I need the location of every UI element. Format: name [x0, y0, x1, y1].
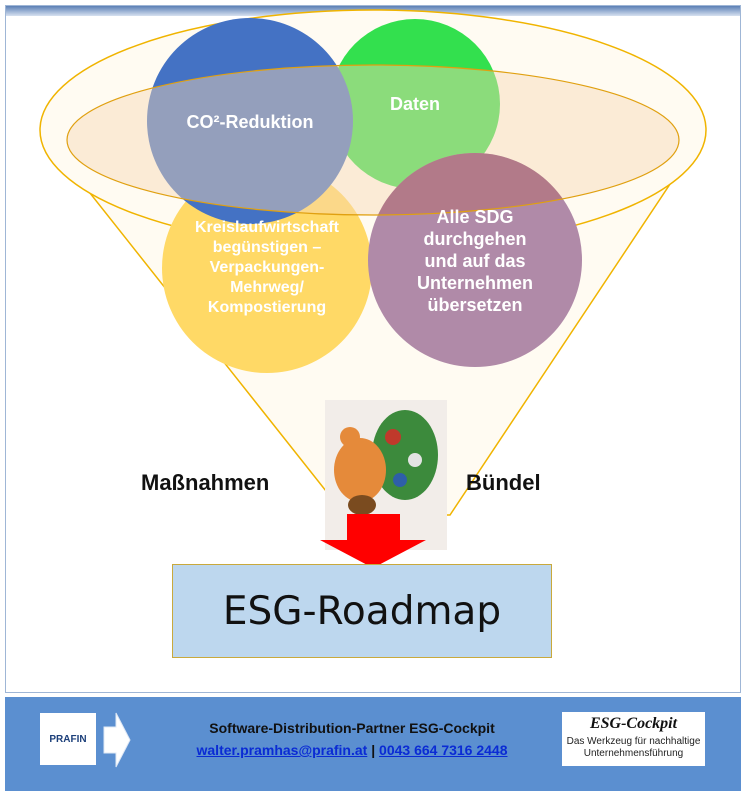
footer-arrow-icon: [103, 712, 131, 768]
kreislauf-label: Kreislaufwirtschaft begünstigen – Verpac…: [172, 218, 362, 318]
kreislauf-line-1: Kreislaufwirtschaft: [194, 219, 340, 236]
footer-contact-line: walter.pramhas@prafin.at | 0043 664 7316…: [137, 739, 567, 761]
email-link[interactable]: walter.pramhas@prafin.at: [196, 742, 368, 758]
footer-contact: Software-Distribution-Partner ESG-Cockpi…: [137, 717, 567, 761]
daten-bubble: [330, 19, 500, 189]
sdg-label: Alle SDG durchgehen und auf das Unterneh…: [395, 206, 555, 316]
esg-cockpit-title: ESG-Cockpit: [589, 715, 678, 732]
sdg-line-2: durchgehen: [423, 229, 527, 249]
inner-ellipse: [66, 64, 680, 216]
prafin-logo-text: PRAFIN: [49, 733, 87, 745]
footer-bar: PRAFIN Software-Distribution-Partner ESG…: [5, 697, 741, 791]
funnel-diagram: [39, 9, 707, 568]
kreislauf-line-4: Mehrweg/: [230, 279, 304, 296]
kreislauf-line-3: Verpackungen-: [209, 259, 325, 276]
prafin-logo: PRAFIN: [40, 713, 96, 765]
kreislauf-line-2: begünstigen –: [212, 239, 322, 256]
esg-cockpit-logo: ESG-Cockpit Das Werkzeug für nachhaltige…: [562, 712, 705, 766]
footer-separator: |: [371, 742, 376, 758]
roadmap-label: ESG-Roadmap: [222, 588, 502, 634]
esg-sub-line-2: Unternehmensführung: [583, 748, 684, 759]
esg-cockpit-subtitle: Das Werkzeug für nachhaltige Unternehmen…: [562, 736, 705, 760]
massnahmen-label: Maßnahmen: [141, 470, 270, 495]
co2-bubble: [147, 18, 353, 224]
sdg-line-3: und auf das: [424, 251, 526, 271]
co2-label: CO²-Reduktion: [186, 112, 314, 132]
daten-label: Daten: [389, 94, 440, 114]
sdg-line-5: übersetzen: [427, 295, 523, 315]
buendel-label: Bündel: [466, 470, 541, 495]
esg-roadmap-box: ESG-Roadmap: [172, 564, 552, 658]
red-arrow: [320, 514, 426, 568]
sdg-line-4: Unternehmen: [416, 273, 533, 293]
sdg-line-1: Alle SDG: [436, 207, 514, 227]
footer-partner-line: Software-Distribution-Partner ESG-Cockpi…: [209, 720, 495, 736]
phone-link[interactable]: 0043 664 7316 2448: [379, 742, 508, 758]
kreislauf-line-5: Kompostierung: [207, 299, 327, 316]
esg-sub-line-1: Das Werkzeug für nachhaltige: [566, 736, 701, 747]
